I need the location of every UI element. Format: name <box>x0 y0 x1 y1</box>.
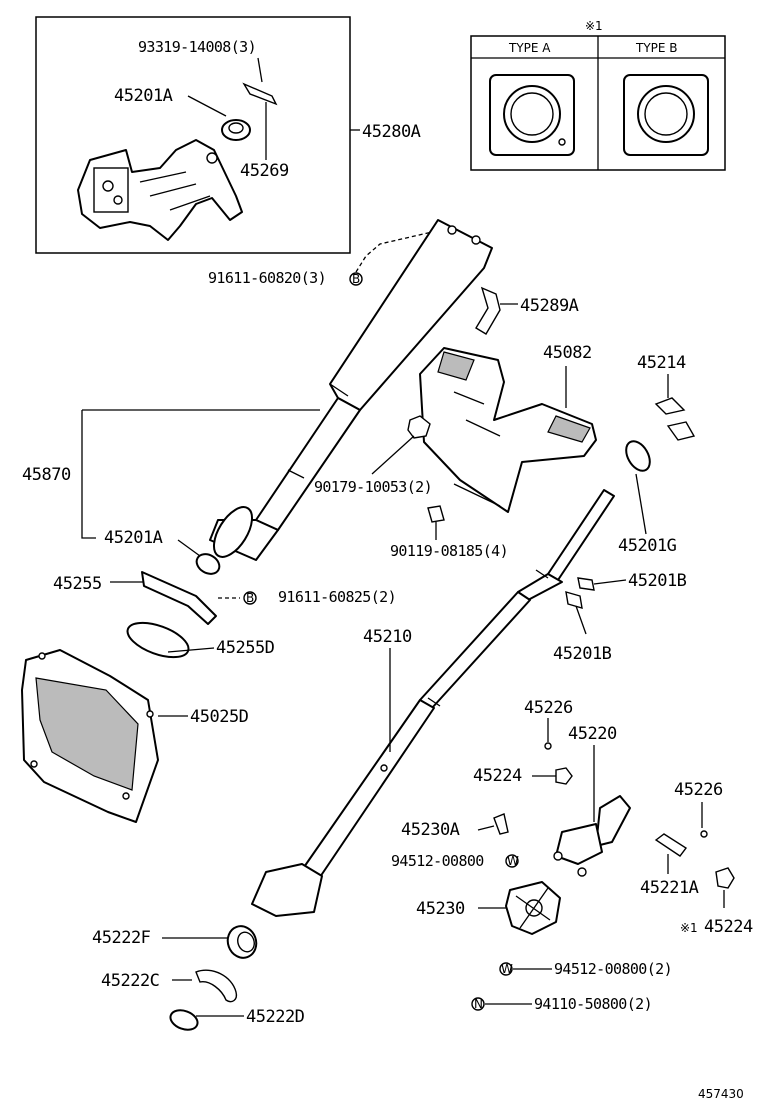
label-94512-w1: 94512-00800 <box>391 852 484 870</box>
label-45269: 45269 <box>240 161 289 181</box>
marker-w-2: W <box>501 962 513 976</box>
label-45255d: 45255D <box>216 638 275 658</box>
clip-45289a-icon <box>475 286 501 335</box>
type-a-switch-icon <box>489 74 575 156</box>
ring-45255d-icon <box>126 621 190 659</box>
leader-93319 <box>257 57 263 83</box>
marker-w-circle-2 <box>499 962 513 976</box>
clip-45201b-2-icon <box>565 591 583 609</box>
leader-45201b-2 <box>575 605 587 635</box>
marker-b-2: B <box>246 591 254 605</box>
marker-b-circle-1 <box>349 272 363 286</box>
label-45201a-top: 45201A <box>114 86 173 106</box>
nut-90179-icon <box>407 415 431 439</box>
screw-93319-icon <box>242 82 278 106</box>
label-45255: 45255 <box>53 574 102 594</box>
cover-45025d-icon <box>21 649 159 823</box>
label-45221a: 45221A <box>640 878 699 898</box>
bushing-hole <box>228 122 244 134</box>
label-45214: 45214 <box>637 353 686 373</box>
marker-b-1: B <box>352 272 360 286</box>
leader-45201a-top <box>187 95 227 117</box>
diagram-number: 457430 <box>698 1087 744 1101</box>
label-45082: 45082 <box>543 343 592 363</box>
bracket-45870 <box>81 409 320 539</box>
bearing-45222f-inner <box>237 931 255 953</box>
assembly-45280a-box <box>35 16 351 254</box>
label-45280a: 45280A <box>362 122 421 142</box>
label-45201g: 45201G <box>618 536 677 556</box>
type-b-switch-icon <box>623 74 709 156</box>
type-a-header: TYPE A <box>508 41 551 55</box>
label-90179: 90179-10053(2) <box>314 478 432 496</box>
marker-w-circle-1 <box>505 854 519 868</box>
joint-45230-icon <box>505 881 561 935</box>
label-94512-w2: 94512-00800(2) <box>554 960 672 978</box>
pin-45226-2-icon <box>700 830 708 838</box>
label-94110: 94110-50800(2) <box>534 995 652 1013</box>
pin-45221a-icon <box>654 833 688 857</box>
note-symbol-45224: ※1 <box>680 921 698 935</box>
label-45224-note: 45224 <box>704 917 753 937</box>
clamp-45255-icon <box>141 571 217 625</box>
label-45210: 45210 <box>363 627 412 647</box>
joint-45220-icon <box>553 795 631 877</box>
bracket-45082-icon <box>419 347 597 513</box>
lock-housing-assembly-icon <box>77 139 243 241</box>
marker-w-1: W <box>507 854 519 868</box>
clip-45214-a-icon <box>654 397 686 415</box>
label-45201b-2: 45201B <box>553 644 612 664</box>
label-91611-60825: 91611-60825(2) <box>278 588 396 606</box>
label-45230: 45230 <box>416 899 465 919</box>
label-45201a-mid: 45201A <box>104 528 163 548</box>
nut-45224-note-icon <box>715 867 735 889</box>
type-b-header: TYPE B <box>635 41 678 55</box>
leader-45230a <box>477 825 495 831</box>
label-45025d: 45025D <box>190 707 249 727</box>
clip-45214-b-icon <box>666 421 696 441</box>
label-45222d: 45222D <box>246 1007 305 1027</box>
leader-90179 <box>371 435 415 475</box>
label-45220: 45220 <box>568 724 617 744</box>
column-tube-45870-icon <box>209 219 493 561</box>
nut-45224-icon <box>555 767 573 785</box>
label-45222f: 45222F <box>92 928 151 948</box>
label-45226-2: 45226 <box>674 780 723 800</box>
clip-45201b-1-icon <box>577 577 595 591</box>
bushing-45201a-mid-icon <box>195 553 221 575</box>
label-93319: 93319-14008(3) <box>138 38 256 56</box>
label-45201b-1: 45201B <box>628 571 687 591</box>
snap-ring-45222c-icon <box>195 969 238 1003</box>
label-45226-1: 45226 <box>524 698 573 718</box>
marker-b-circle-2 <box>243 591 257 605</box>
bolt-90119-icon <box>427 505 445 523</box>
pin-45226-1-icon <box>544 742 552 750</box>
label-45224: 45224 <box>473 766 522 786</box>
main-shaft-45210-icon <box>251 489 615 917</box>
washer-45222d-icon <box>169 1009 199 1031</box>
leader-45255d <box>167 647 215 653</box>
leader-45201b-1 <box>593 579 627 585</box>
label-90119: 90119-08185(4) <box>390 542 508 560</box>
label-45289a: 45289A <box>520 296 579 316</box>
marker-n-circle <box>471 997 485 1011</box>
label-45222c: 45222C <box>101 971 159 991</box>
label-45230a: 45230A <box>401 820 460 840</box>
label-91611-60820: 91611-60820(3) <box>208 269 326 287</box>
bolt-45230a-icon <box>493 813 509 835</box>
bearing-45201g-icon <box>625 440 651 472</box>
leader-45201g <box>635 473 647 535</box>
leader-45201a-mid <box>177 539 201 557</box>
marker-n: N <box>474 997 483 1011</box>
note-symbol-top: ※1 <box>585 19 603 33</box>
label-45870: 45870 <box>22 465 71 485</box>
